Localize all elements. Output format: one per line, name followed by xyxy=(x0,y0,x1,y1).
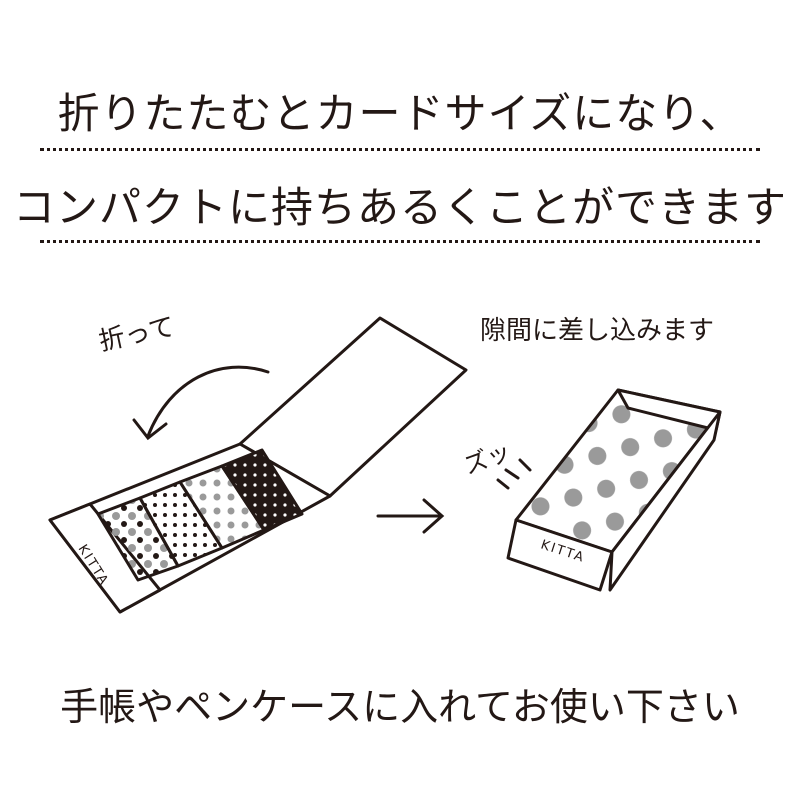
footer-caption: 手帳やペンケースに入れてお使い下さい xyxy=(60,685,740,729)
card-end-panel xyxy=(48,502,162,614)
folded-card-side xyxy=(608,410,722,592)
headline-line-2: コンパクトに持ちあるくことができます xyxy=(12,183,787,232)
insert-label: 隙間に差し込みます xyxy=(480,316,715,346)
folded-card-band xyxy=(506,518,614,592)
dotted-divider-2 xyxy=(40,240,760,243)
folded-card xyxy=(506,388,722,592)
tape-strip-4 xyxy=(220,448,304,532)
open-card xyxy=(48,316,468,614)
curved-arrow-icon xyxy=(132,365,270,441)
right-arrow-icon xyxy=(376,498,445,534)
headline-line-1: 折りたたむとカードサイズになり、 xyxy=(57,89,743,138)
dotted-divider-1 xyxy=(40,148,760,151)
motion-lines-icon xyxy=(496,458,532,490)
